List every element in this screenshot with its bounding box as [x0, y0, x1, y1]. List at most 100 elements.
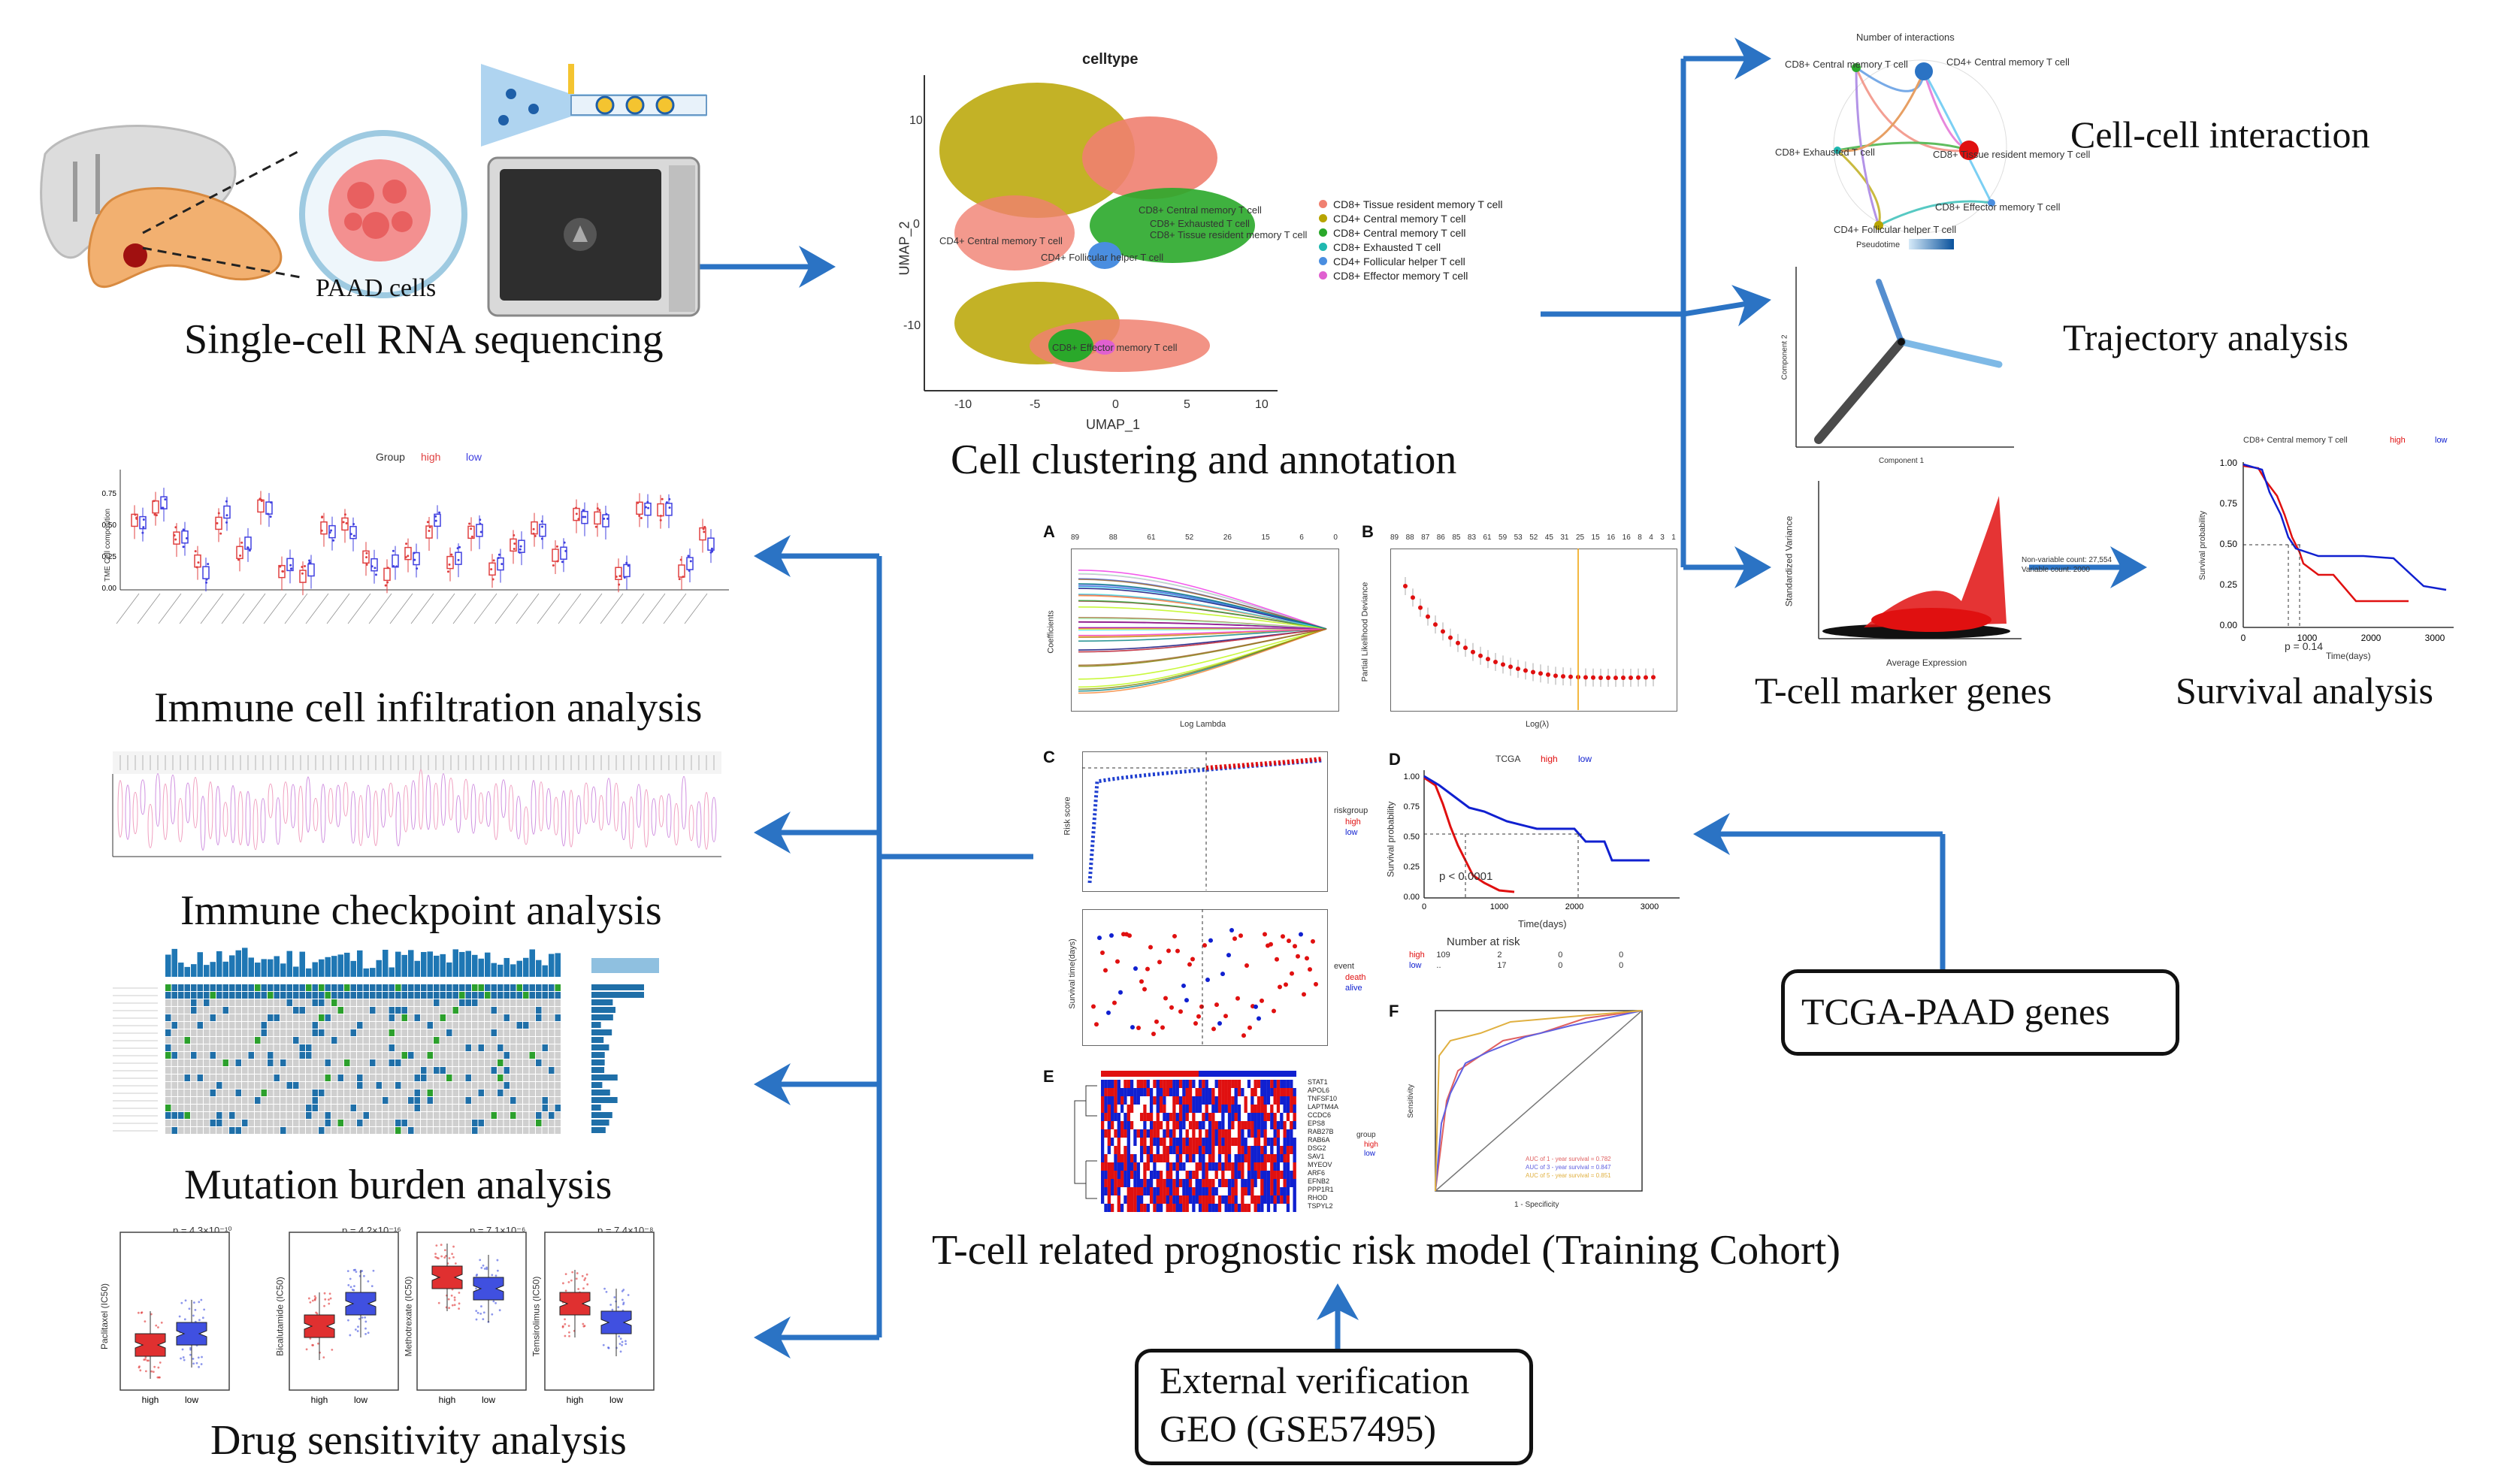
- heatmap-cell: [1254, 1105, 1257, 1113]
- heatmap-cell: [1127, 1138, 1131, 1146]
- heatmap-cell: [1104, 1088, 1108, 1096]
- notch-box: [473, 1277, 504, 1301]
- onco-cell: [306, 1059, 312, 1066]
- km-d-xtick: 2000: [1565, 902, 1583, 911]
- drug-title: Drug sensitivity analysis: [210, 1417, 627, 1464]
- heatmap-cell: [1110, 1080, 1114, 1088]
- heatmap-cell: [1172, 1154, 1176, 1162]
- lasso-path: [1078, 628, 1327, 680]
- heatmap-cell: [1143, 1179, 1147, 1187]
- onco-cell: [235, 1074, 241, 1081]
- onco-cell: [235, 1097, 241, 1104]
- onco-cell: [293, 984, 299, 991]
- onco-cell: [434, 1052, 440, 1059]
- heatmap-cell: [1195, 1096, 1199, 1105]
- heatmap-cell: [1133, 1154, 1137, 1162]
- onco-cell: [536, 999, 542, 1006]
- heatmap-cell: [1202, 1195, 1205, 1204]
- panel-d-xlabel: Time(days): [1518, 918, 1567, 929]
- risk-row-value: 0: [1558, 951, 1563, 960]
- onco-cell: [268, 1059, 274, 1066]
- onco-cell: [210, 999, 216, 1006]
- onco-cell: [319, 984, 325, 991]
- gene-freq-bar: [591, 1097, 618, 1103]
- heatmap-cell: [1227, 1162, 1232, 1171]
- notch-box: [304, 1314, 335, 1338]
- onco-cell: [242, 1074, 248, 1081]
- onco-cell: [536, 984, 542, 991]
- heatmap-cell: [1280, 1204, 1284, 1212]
- umap-legend-item: CD4+ Central memory T cell: [1319, 211, 1503, 225]
- panel-c2-ylabel: Survival time(days): [1067, 938, 1077, 1009]
- onco-cell: [178, 1014, 184, 1021]
- heatmap-cell: [1227, 1096, 1232, 1105]
- variance-plot: [1818, 481, 2022, 639]
- heatmap-cell: [1139, 1204, 1144, 1212]
- heatmap-cell: [1107, 1162, 1111, 1171]
- heatmap-cell: [1156, 1121, 1160, 1129]
- heatmap-cell: [1143, 1138, 1147, 1146]
- heatmap-cell: [1254, 1080, 1257, 1088]
- heatmap-cell: [1227, 1146, 1232, 1154]
- onco-cell: [421, 1067, 427, 1074]
- heatmap-cell: [1221, 1171, 1225, 1179]
- onco-cell: [191, 1127, 197, 1134]
- heatmap-cell: [1175, 1195, 1179, 1204]
- heatmap-cell: [1192, 1121, 1196, 1129]
- onco-cell: [337, 984, 343, 991]
- onco-cell: [306, 1097, 312, 1104]
- risk-row-label: low: [1409, 961, 1422, 970]
- top-tick: 87: [1421, 533, 1430, 542]
- onco-cell: [357, 1082, 363, 1089]
- heatmap-cell: [1217, 1138, 1222, 1146]
- onco-cell: [268, 1105, 274, 1111]
- onco-cell: [491, 1029, 497, 1036]
- heatmap-cell: [1237, 1138, 1241, 1146]
- onco-cell: [434, 1082, 440, 1089]
- umap-ylabel: UMAP_2: [897, 221, 912, 276]
- heatmap-cell: [1202, 1187, 1205, 1195]
- heatmap-cell: [1101, 1138, 1105, 1146]
- onco-cell: [523, 1007, 529, 1014]
- heatmap-cell: [1178, 1162, 1183, 1171]
- onco-cell: [529, 999, 535, 1006]
- onco-cell: [286, 1059, 292, 1066]
- onco-cell: [472, 1029, 478, 1036]
- heatmap-cell: [1166, 1146, 1169, 1154]
- heatmap-cell: [1254, 1121, 1257, 1129]
- violin: [576, 795, 582, 834]
- heatmap-cell: [1117, 1154, 1121, 1162]
- survival-title-label: Survival analysis: [2176, 669, 2434, 712]
- heatmap-cell: [1133, 1171, 1137, 1179]
- onco-cell: [229, 1037, 235, 1044]
- onco-cell: [510, 1014, 516, 1021]
- onco-cell: [414, 1022, 420, 1029]
- onco-cell: [210, 1112, 216, 1119]
- heatmap-cell: [1166, 1096, 1169, 1105]
- onco-cell: [395, 1022, 401, 1029]
- heatmap-cell: [1188, 1162, 1193, 1171]
- heatmap-cell: [1254, 1171, 1257, 1179]
- onco-cell: [222, 1105, 228, 1111]
- onco-cell: [165, 1120, 171, 1126]
- heatmap-cell: [1188, 1096, 1193, 1105]
- onco-cell: [299, 1097, 305, 1104]
- heatmap-cell: [1237, 1105, 1241, 1113]
- onco-cell: [536, 1105, 542, 1111]
- heatmap-cell: [1244, 1187, 1247, 1195]
- onco-cell: [222, 1022, 228, 1029]
- onco-cell: [536, 1082, 542, 1089]
- violin: [335, 784, 341, 827]
- heatmap-cell: [1172, 1121, 1176, 1129]
- heatmap-cell: [1283, 1121, 1287, 1129]
- heatmap-cell: [1227, 1204, 1232, 1212]
- onco-cell: [325, 1022, 331, 1029]
- heatmap-cell: [1120, 1171, 1124, 1179]
- onco-cell: [286, 1014, 292, 1021]
- survival-point: [1094, 1022, 1099, 1027]
- tmb-bar: [376, 960, 382, 977]
- onco-cell: [268, 1097, 274, 1104]
- onco-cell: [325, 1112, 331, 1119]
- legend-dot: [1319, 200, 1327, 208]
- onco-cell: [184, 1029, 190, 1036]
